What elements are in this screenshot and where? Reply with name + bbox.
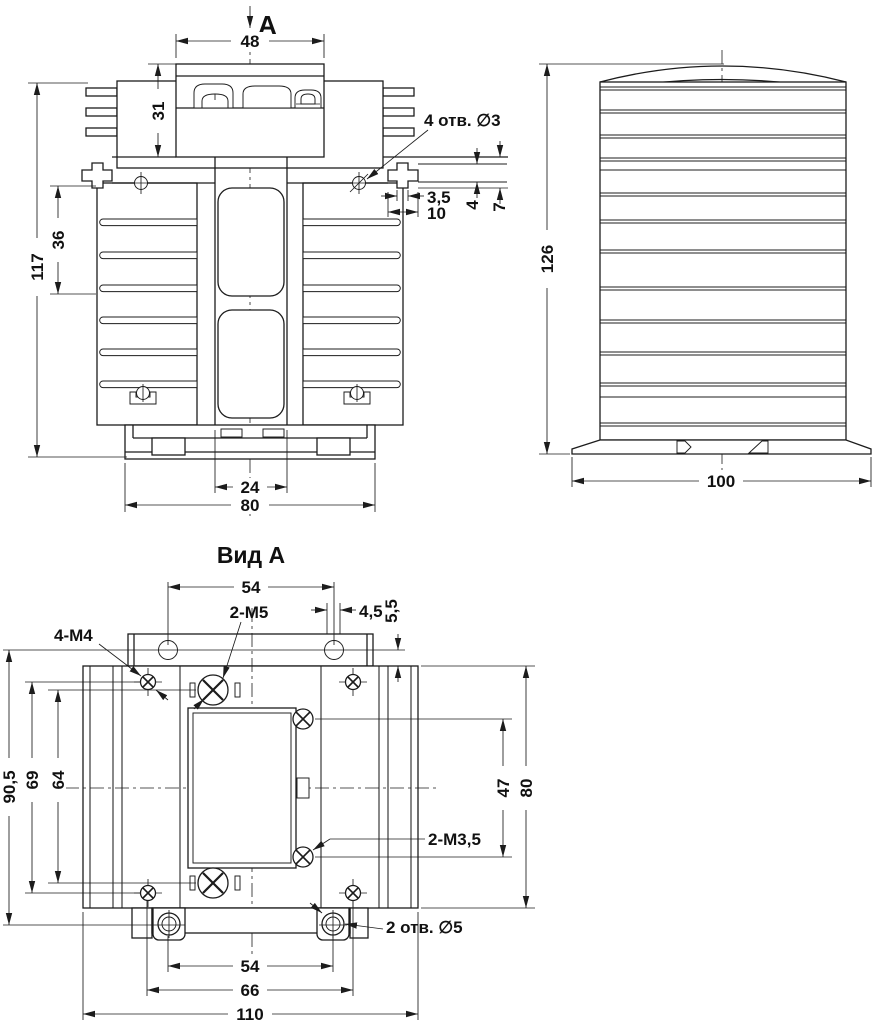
terminal-block xyxy=(175,63,325,158)
dim-10: 10 xyxy=(427,204,446,223)
m35-screws xyxy=(292,708,314,868)
tab-right xyxy=(387,162,419,189)
m4-screws xyxy=(134,668,367,907)
dim-90-5: 90,5 xyxy=(0,770,19,803)
dim-69: 69 xyxy=(23,771,42,790)
dim-126: 126 xyxy=(538,245,557,273)
dim-24: 24 xyxy=(241,478,260,497)
dim-48: 48 xyxy=(241,32,260,51)
dim-4-5: 4,5 xyxy=(359,602,383,621)
dim-117: 117 xyxy=(28,253,47,280)
dim-54-top: 54 xyxy=(242,578,261,597)
dim-54-bottom: 54 xyxy=(241,957,260,976)
base-notch-right xyxy=(747,440,769,454)
dim-36: 36 xyxy=(49,231,68,250)
center-windows xyxy=(217,187,285,419)
dim-31: 31 xyxy=(149,102,168,121)
dim-80-front: 80 xyxy=(241,496,260,515)
label-2m35: 2-М3,5 xyxy=(428,830,481,849)
side-dimensions: 126 100 xyxy=(538,63,872,491)
dim-47: 47 xyxy=(494,779,513,798)
side-fin-lines xyxy=(600,86,846,427)
bottom-labels: 2-М5 4-М4 2-М3,5 2 отв. ∅5 xyxy=(54,603,481,937)
label-4m4: 4-М4 xyxy=(54,626,93,645)
front-dimensions: A 48 31 117 36 4 отв. ∅3 xyxy=(28,6,509,515)
fin-columns xyxy=(96,157,404,426)
bottom-view-a: Вид А xyxy=(0,542,536,1024)
holes-note-bottom: 2 отв. ∅5 xyxy=(386,918,463,937)
side-view: 126 100 xyxy=(538,50,872,491)
dome-top xyxy=(599,65,847,83)
bottom-dimensions: 54 4,5 5,5 90,5 69 xyxy=(0,578,536,1024)
dim-66: 66 xyxy=(241,981,260,1000)
base-notch-left xyxy=(676,440,692,454)
tab-left xyxy=(81,162,113,189)
mounting-surface xyxy=(112,156,508,194)
dim-80-bottom: 80 xyxy=(517,779,536,798)
dim-5-5: 5,5 xyxy=(382,599,401,623)
dim-110: 110 xyxy=(236,1005,263,1024)
label-2m5: 2-М5 xyxy=(230,603,269,622)
dim-100: 100 xyxy=(707,472,735,491)
dim-7: 7 xyxy=(490,202,509,211)
dim-3-5: 3,5 xyxy=(427,188,451,207)
din-clip xyxy=(3,907,369,941)
front-view: A 48 31 117 36 4 отв. ∅3 xyxy=(28,6,509,516)
view-a-title: Вид А xyxy=(217,542,285,568)
module-side-tab xyxy=(296,777,310,799)
shoulder-tabs xyxy=(81,162,419,189)
side-base xyxy=(571,439,872,455)
holes-note-front: 4 отв. ∅3 xyxy=(424,111,501,130)
terminal-2 xyxy=(242,85,292,109)
relay-module xyxy=(187,707,310,869)
base xyxy=(124,424,376,460)
dim-4: 4 xyxy=(463,200,482,210)
dim-64: 64 xyxy=(49,770,68,789)
